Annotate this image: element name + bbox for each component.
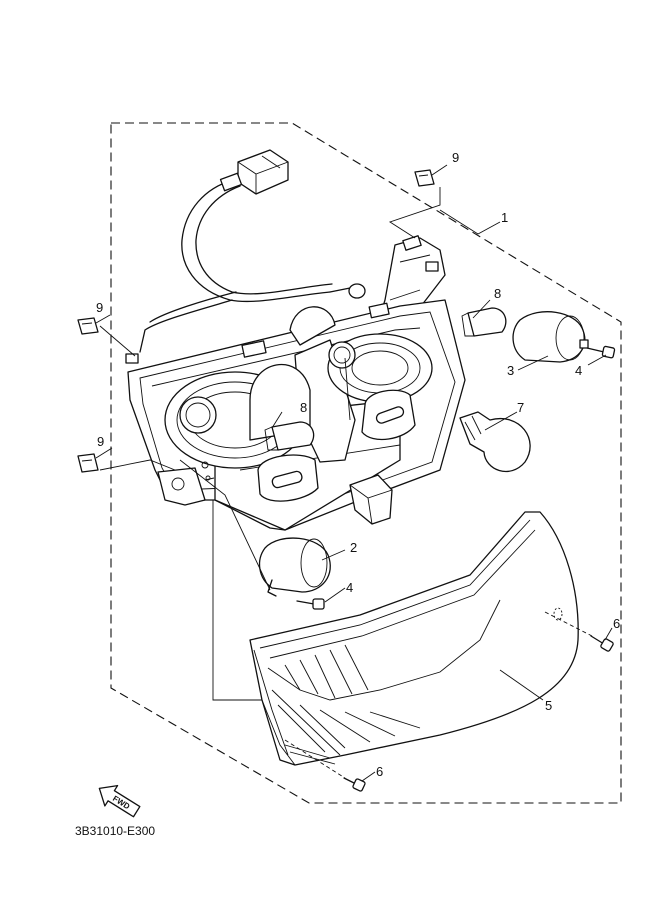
- bulb-8-lower: [264, 421, 315, 451]
- callout-4-lower: 4: [346, 580, 353, 595]
- callout-8-upper: 8: [494, 286, 501, 301]
- callout-6-bottom: 6: [376, 764, 383, 779]
- light-housing: [125, 299, 466, 531]
- callout-9-bottom: 9: [97, 434, 104, 449]
- lens-2: [258, 537, 331, 597]
- forward-direction-arrow: FWD: [98, 784, 141, 818]
- assembly-boundary: [110, 122, 622, 804]
- screw-4-lower: [296, 598, 325, 610]
- callout-2: 2: [350, 540, 357, 555]
- part-code: 3B31010-E300: [75, 824, 155, 838]
- bulb-7: [459, 411, 531, 473]
- callout-4-upper: 4: [575, 363, 582, 378]
- bulb-8-upper: [461, 307, 507, 337]
- clip-9-middle: [77, 317, 99, 335]
- callout-9-middle: 9: [96, 300, 103, 315]
- callout-9-top: 9: [452, 150, 459, 165]
- callout-1: 1: [501, 210, 508, 225]
- callout-3: 3: [507, 363, 514, 378]
- callout-labels: 9 1 8 9 3 4 8 7 9 2 4 6 5 6: [96, 150, 620, 779]
- clip-9-top: [414, 169, 435, 187]
- callout-7: 7: [517, 400, 524, 415]
- leader-lines: [95, 164, 613, 782]
- callout-6-right: 6: [613, 616, 620, 631]
- callout-5: 5: [545, 698, 552, 713]
- clip-9-bottom: [77, 453, 99, 473]
- callout-8-lower: 8: [300, 400, 307, 415]
- wiring-harness: [139, 149, 366, 353]
- screw-6-bottom: [343, 777, 366, 792]
- lens-3: [512, 311, 589, 363]
- screw-4-upper: [586, 345, 616, 359]
- screw-6-right: [590, 635, 614, 652]
- outer-lens-5: [249, 511, 579, 766]
